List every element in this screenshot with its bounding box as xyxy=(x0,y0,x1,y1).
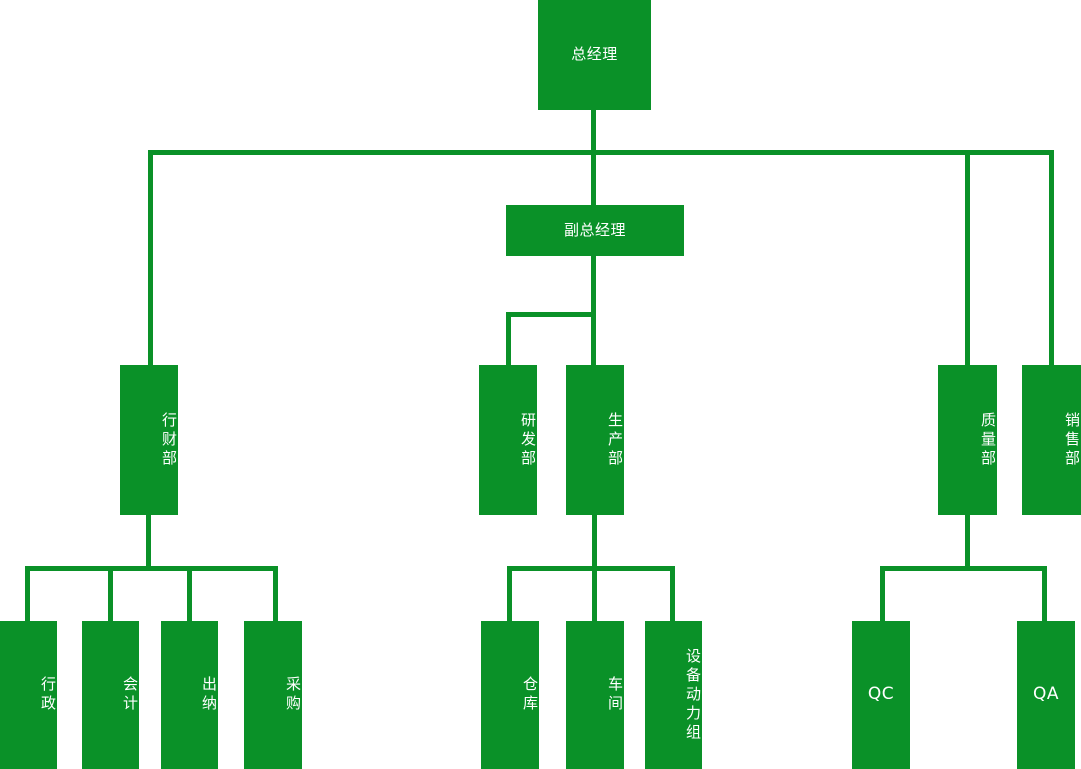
org-node-accounting[interactable]: 会计 xyxy=(82,621,139,769)
connector-deputy-bus xyxy=(506,312,596,317)
connector-bus-drop-sales xyxy=(1049,150,1054,368)
org-node-label-equipment-power: 设备动力组 xyxy=(684,647,702,743)
connector-drop-workshop xyxy=(592,566,597,624)
org-node-admin-finance[interactable]: 行财部 xyxy=(120,365,178,515)
org-node-production[interactable]: 生产部 xyxy=(566,365,624,515)
connector-drop-equipment xyxy=(670,566,675,624)
connector-bus-drop-left xyxy=(148,150,153,368)
connector-drop-cashier xyxy=(187,566,192,624)
connector-quality-stem xyxy=(965,515,970,570)
org-node-quality[interactable]: 质量部 xyxy=(938,365,997,515)
org-node-label-workshop: 车间 xyxy=(606,676,624,714)
connector-drop-qa xyxy=(1042,566,1047,624)
org-node-label-qa: QA xyxy=(1032,684,1059,705)
org-node-label-rnd: 研发部 xyxy=(519,411,537,469)
connector-admin-fin-bus xyxy=(25,566,278,571)
connector-bus-to-deputy xyxy=(591,150,596,208)
org-node-label-gm: 总经理 xyxy=(571,45,618,64)
org-node-gm[interactable]: 总经理 xyxy=(538,0,651,110)
org-node-equipment-power[interactable]: 设备动力组 xyxy=(645,621,702,769)
connector-drop-purchasing xyxy=(273,566,278,624)
org-node-rnd[interactable]: 研发部 xyxy=(479,365,537,515)
org-node-label-sales: 销售部 xyxy=(1063,411,1081,469)
connector-bus-drop-quality xyxy=(965,150,970,368)
connector-drop-accounting xyxy=(108,566,113,624)
org-node-administration[interactable]: 行政 xyxy=(0,621,57,769)
org-node-sales[interactable]: 销售部 xyxy=(1022,365,1081,515)
connector-production-stem xyxy=(592,515,597,570)
org-node-label-quality: 质量部 xyxy=(979,411,997,469)
org-node-label-warehouse: 仓库 xyxy=(521,676,539,714)
org-node-label-administration: 行政 xyxy=(39,676,57,714)
connector-drop-warehouse xyxy=(507,566,512,624)
org-node-label-production: 生产部 xyxy=(606,411,624,469)
connector-level2-bus xyxy=(148,150,1054,155)
org-node-label-accounting: 会计 xyxy=(121,676,139,714)
org-node-label-purchasing: 采购 xyxy=(284,676,302,714)
connector-drop-qc xyxy=(880,566,885,624)
org-node-workshop[interactable]: 车间 xyxy=(566,621,624,769)
org-node-label-cashier: 出纳 xyxy=(200,676,218,714)
org-node-label-deputy-gm: 副总经理 xyxy=(563,220,626,239)
org-node-qa[interactable]: QA xyxy=(1017,621,1075,769)
connector-quality-bus xyxy=(880,566,1047,571)
connector-gm-stem xyxy=(591,110,596,153)
org-node-label-admin-finance: 行财部 xyxy=(160,411,178,469)
connector-production-bus xyxy=(507,566,675,571)
connector-deputy-drop-rnd xyxy=(506,312,511,368)
connector-admin-fin-stem xyxy=(146,515,151,570)
org-node-warehouse[interactable]: 仓库 xyxy=(481,621,539,769)
org-node-purchasing[interactable]: 采购 xyxy=(244,621,302,769)
org-node-label-qc: QC xyxy=(867,684,895,705)
org-node-cashier[interactable]: 出纳 xyxy=(161,621,218,769)
org-node-qc[interactable]: QC xyxy=(852,621,910,769)
org-node-deputy-gm[interactable]: 副总经理 xyxy=(506,205,684,256)
connector-drop-administration xyxy=(25,566,30,624)
